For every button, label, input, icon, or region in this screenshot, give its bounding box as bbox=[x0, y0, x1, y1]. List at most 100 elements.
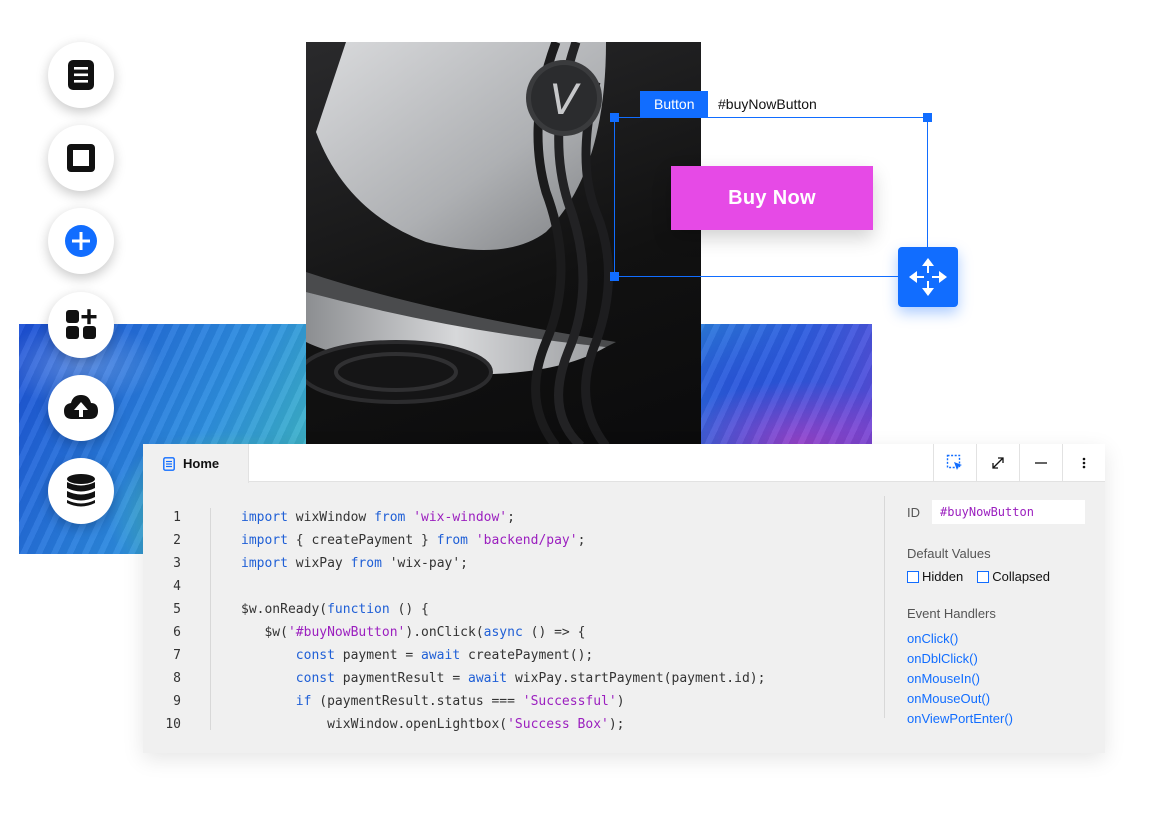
page-icon bbox=[68, 60, 94, 90]
line-number: 10 bbox=[165, 717, 181, 732]
line-number: 8 bbox=[173, 671, 181, 686]
code-token: from bbox=[436, 533, 468, 548]
code-line: if (paymentResult.status === 'Successful… bbox=[241, 690, 881, 713]
more-icon bbox=[1082, 457, 1086, 469]
code-token: () { bbox=[389, 602, 429, 617]
resize-handle-top-right[interactable] bbox=[923, 113, 932, 122]
collapsed-checkbox-box[interactable] bbox=[977, 570, 990, 583]
code-token: await bbox=[421, 648, 461, 663]
code-panel-toolbar: Home bbox=[143, 444, 1105, 483]
collapsed-checkbox[interactable]: Collapsed bbox=[977, 569, 1050, 584]
square-icon bbox=[67, 144, 95, 172]
pages-tool-button[interactable] bbox=[48, 42, 114, 108]
code-token: await bbox=[468, 671, 508, 686]
line-number: 2 bbox=[173, 533, 181, 548]
event-handler-link[interactable]: onViewPortEnter() bbox=[907, 711, 1013, 726]
app-market-button[interactable] bbox=[48, 292, 114, 358]
properties-divider bbox=[884, 496, 885, 718]
code-token: ); bbox=[608, 717, 625, 732]
code-line: const payment = await createPayment(); bbox=[241, 644, 881, 667]
code-token: import bbox=[241, 533, 288, 548]
code-line: $w.onReady(function () { bbox=[241, 598, 881, 621]
select-element-icon bbox=[946, 454, 962, 470]
move-arrows-icon bbox=[909, 258, 947, 296]
database-icon bbox=[67, 474, 95, 507]
media-upload-button[interactable] bbox=[48, 375, 114, 441]
add-elements-button[interactable] bbox=[48, 208, 114, 274]
line-number: 9 bbox=[173, 694, 181, 709]
code-token: wixPay bbox=[287, 556, 351, 571]
code-token: ; bbox=[507, 510, 515, 525]
code-token: if bbox=[295, 694, 312, 709]
code-line: import wixPay from 'wix-pay'; bbox=[241, 552, 881, 575]
apps-icon bbox=[66, 309, 97, 339]
code-line: import wixWindow from 'wix-window'; bbox=[241, 506, 881, 529]
code-editor[interactable]: import wixWindow from 'wix-window';impor… bbox=[241, 506, 881, 736]
code-line: wixWindow.openLightbox('Success Box'); bbox=[241, 713, 881, 736]
line-number: 6 bbox=[173, 625, 181, 640]
line-number: 3 bbox=[173, 556, 181, 571]
code-token: ) bbox=[616, 694, 625, 709]
product-image: V bbox=[306, 42, 701, 446]
cms-database-button[interactable] bbox=[48, 458, 114, 524]
code-token bbox=[241, 694, 296, 709]
line-number: 4 bbox=[173, 579, 181, 594]
event-handler-link[interactable]: onMouseOut() bbox=[907, 691, 991, 706]
code-token: () => { bbox=[522, 625, 586, 640]
code-token: '#buyNowButton' bbox=[287, 625, 406, 640]
code-token bbox=[468, 533, 476, 548]
code-token: const bbox=[295, 648, 335, 663]
line-number: 7 bbox=[173, 648, 181, 663]
id-label: ID bbox=[907, 504, 920, 520]
id-field[interactable]: #buyNowButton bbox=[932, 500, 1085, 524]
event-handler-link[interactable]: onClick() bbox=[907, 631, 959, 646]
code-token: function bbox=[327, 602, 390, 617]
code-panel: Home bbox=[143, 444, 1105, 753]
collapsed-checkbox-label: Collapsed bbox=[992, 569, 1051, 584]
code-token: wixPay.startPayment(payment.id); bbox=[507, 671, 766, 686]
event-handlers-title: Event Handlers bbox=[907, 606, 996, 621]
code-token: ).onClick( bbox=[405, 625, 484, 640]
cloud-upload-icon bbox=[64, 395, 98, 419]
add-icon bbox=[65, 225, 97, 257]
expand-icon bbox=[992, 457, 1004, 469]
code-line: const paymentResult = await wixPay.start… bbox=[241, 667, 881, 690]
code-token: 'backend/pay' bbox=[475, 533, 578, 548]
properties-panel: ID #buyNowButton Default Values Hidden C… bbox=[907, 500, 1097, 729]
code-token bbox=[241, 648, 296, 663]
box-tool-button[interactable] bbox=[48, 125, 114, 191]
tab-home[interactable]: Home bbox=[143, 444, 249, 483]
event-handler-link[interactable]: onMouseIn() bbox=[907, 671, 980, 686]
selected-element-id-label: #buyNowButton bbox=[718, 96, 817, 112]
code-line: import { createPayment } from 'backend/p… bbox=[241, 529, 881, 552]
code-token: ; bbox=[577, 533, 586, 548]
code-line bbox=[241, 575, 881, 598]
event-handlers-list: onClick() onDblClick() onMouseIn() onMouseO… bbox=[907, 629, 1097, 729]
minimize-button[interactable] bbox=[1019, 444, 1062, 482]
hidden-checkbox[interactable]: Hidden bbox=[907, 569, 963, 584]
select-element-button[interactable] bbox=[933, 444, 976, 482]
default-values-title: Default Values bbox=[907, 546, 991, 561]
event-handler-link[interactable]: onDblClick() bbox=[907, 651, 978, 666]
code-token: wixWindow bbox=[287, 510, 375, 525]
page-file-icon bbox=[163, 456, 175, 471]
code-token: (paymentResult.status === bbox=[311, 694, 523, 709]
tab-home-label: Home bbox=[183, 456, 220, 471]
expand-button[interactable] bbox=[976, 444, 1019, 482]
code-token: createPayment(); bbox=[460, 648, 594, 663]
code-token: $w.onReady( bbox=[241, 602, 328, 617]
code-token: 'Successful' bbox=[522, 694, 617, 709]
line-number: 1 bbox=[173, 510, 181, 525]
code-token: from bbox=[350, 556, 382, 571]
product-logo-letter: V bbox=[550, 75, 582, 124]
more-button[interactable] bbox=[1062, 444, 1105, 482]
hidden-checkbox-box[interactable] bbox=[907, 570, 919, 583]
code-token: payment = bbox=[334, 648, 422, 663]
code-token: { createPayment } bbox=[287, 533, 437, 548]
gutter-divider bbox=[210, 508, 211, 730]
buy-now-button[interactable]: Buy Now bbox=[671, 166, 873, 230]
move-handle[interactable] bbox=[898, 247, 958, 307]
code-token: const bbox=[295, 671, 335, 686]
code-token: 'wix-window' bbox=[413, 510, 508, 525]
